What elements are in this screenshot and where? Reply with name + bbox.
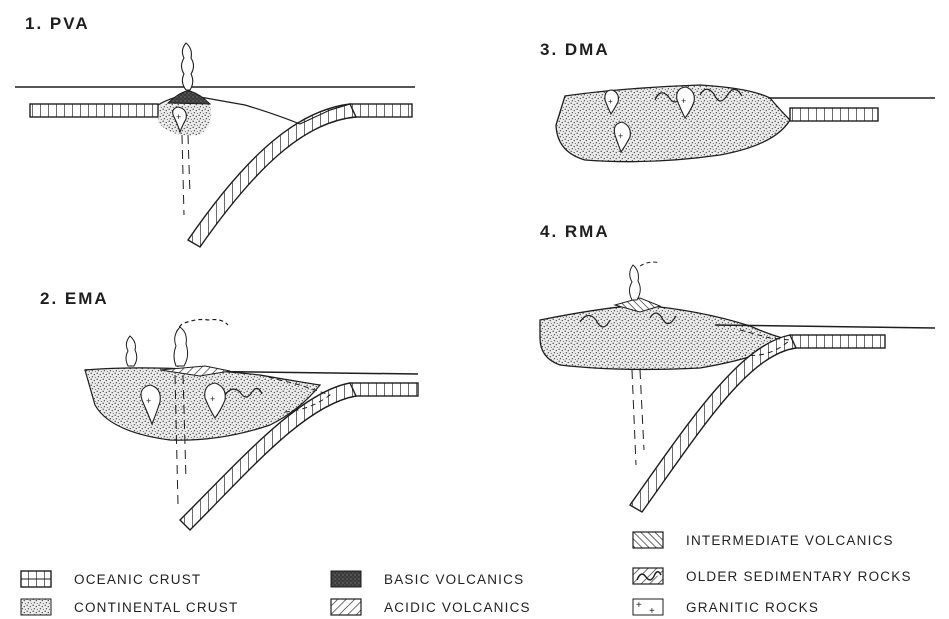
magma-conduit [632,370,644,465]
legend-item-basic-volcanics: BASIC VOLCANICS [330,568,524,590]
basic-volcanics-swatch [330,570,362,588]
plume-column [174,327,188,366]
panel-title-pva: 1. PVA [25,14,90,34]
granitic-rocks-swatch: ++ [632,598,664,616]
svg-text:+: + [649,606,655,616]
legend-label: ACIDIC VOLCANICS [384,600,531,615]
svg-text:+: + [636,600,642,611]
panel-title-rma: 4. RMA [540,222,610,242]
subducting-slab [188,104,356,247]
legend-item-acidic-volcanics: ACIDIC VOLCANICS [330,596,531,618]
intermediate-volcanics-swatch [632,531,664,549]
legend-item-continental-crust: CONTINENTAL CRUST [20,596,238,618]
oceanic-crust-right [790,335,885,348]
oceanic-crust-swatch [20,570,52,588]
continental-crust-swatch [20,598,52,616]
legend-item-intermediate-volcanics: INTERMEDIATE VOLCANICS [632,529,894,551]
legend-label: GRANITIC ROCKS [686,600,819,615]
legend-label: INTERMEDIATE VOLCANICS [686,533,894,548]
continental-crust-block [556,85,790,162]
legend-label: OCEANIC CRUST [74,572,201,587]
legend-label: CONTINENTAL CRUST [74,600,238,615]
panel-title-ema: 2. EMA [40,289,109,309]
acidic-volcanics-swatch [330,598,362,616]
granite-symbol: + [608,97,613,106]
panel-rma [540,262,935,512]
panel-ema: + + [85,320,418,531]
granite-symbol: + [146,396,151,406]
granite-symbol: + [176,112,181,122]
magma-conduit [182,135,190,215]
plume-left [126,336,137,366]
oceanic-crust-right [790,108,878,121]
legend-label: BASIC VOLCANICS [384,572,524,587]
panel-dma: + + + [556,85,935,162]
legend-item-oceanic-crust: OCEANIC CRUST [20,568,201,590]
granite-symbol: + [210,394,215,404]
oceanic-crust-right [350,383,418,396]
oceanic-crust-right [350,104,412,117]
legend-item-older-sedimentary-rocks: OLDER SEDIMENTARY ROCKS [632,565,912,587]
granite-symbol: + [681,96,686,106]
eruption-plume [630,265,641,300]
legend-label: OLDER SEDIMENTARY ROCKS [686,569,912,584]
granite-symbol: + [618,131,623,141]
legend-item-granitic-rocks: ++ GRANITIC ROCKS [632,596,819,618]
panel-title-dma: 3. DMA [540,40,610,60]
eruption-plume [182,43,194,90]
older-sedimentary-rocks-swatch [632,567,664,585]
plume-drift [640,262,660,266]
oceanic-crust-left [30,104,158,117]
panel-pva: + [15,43,415,247]
